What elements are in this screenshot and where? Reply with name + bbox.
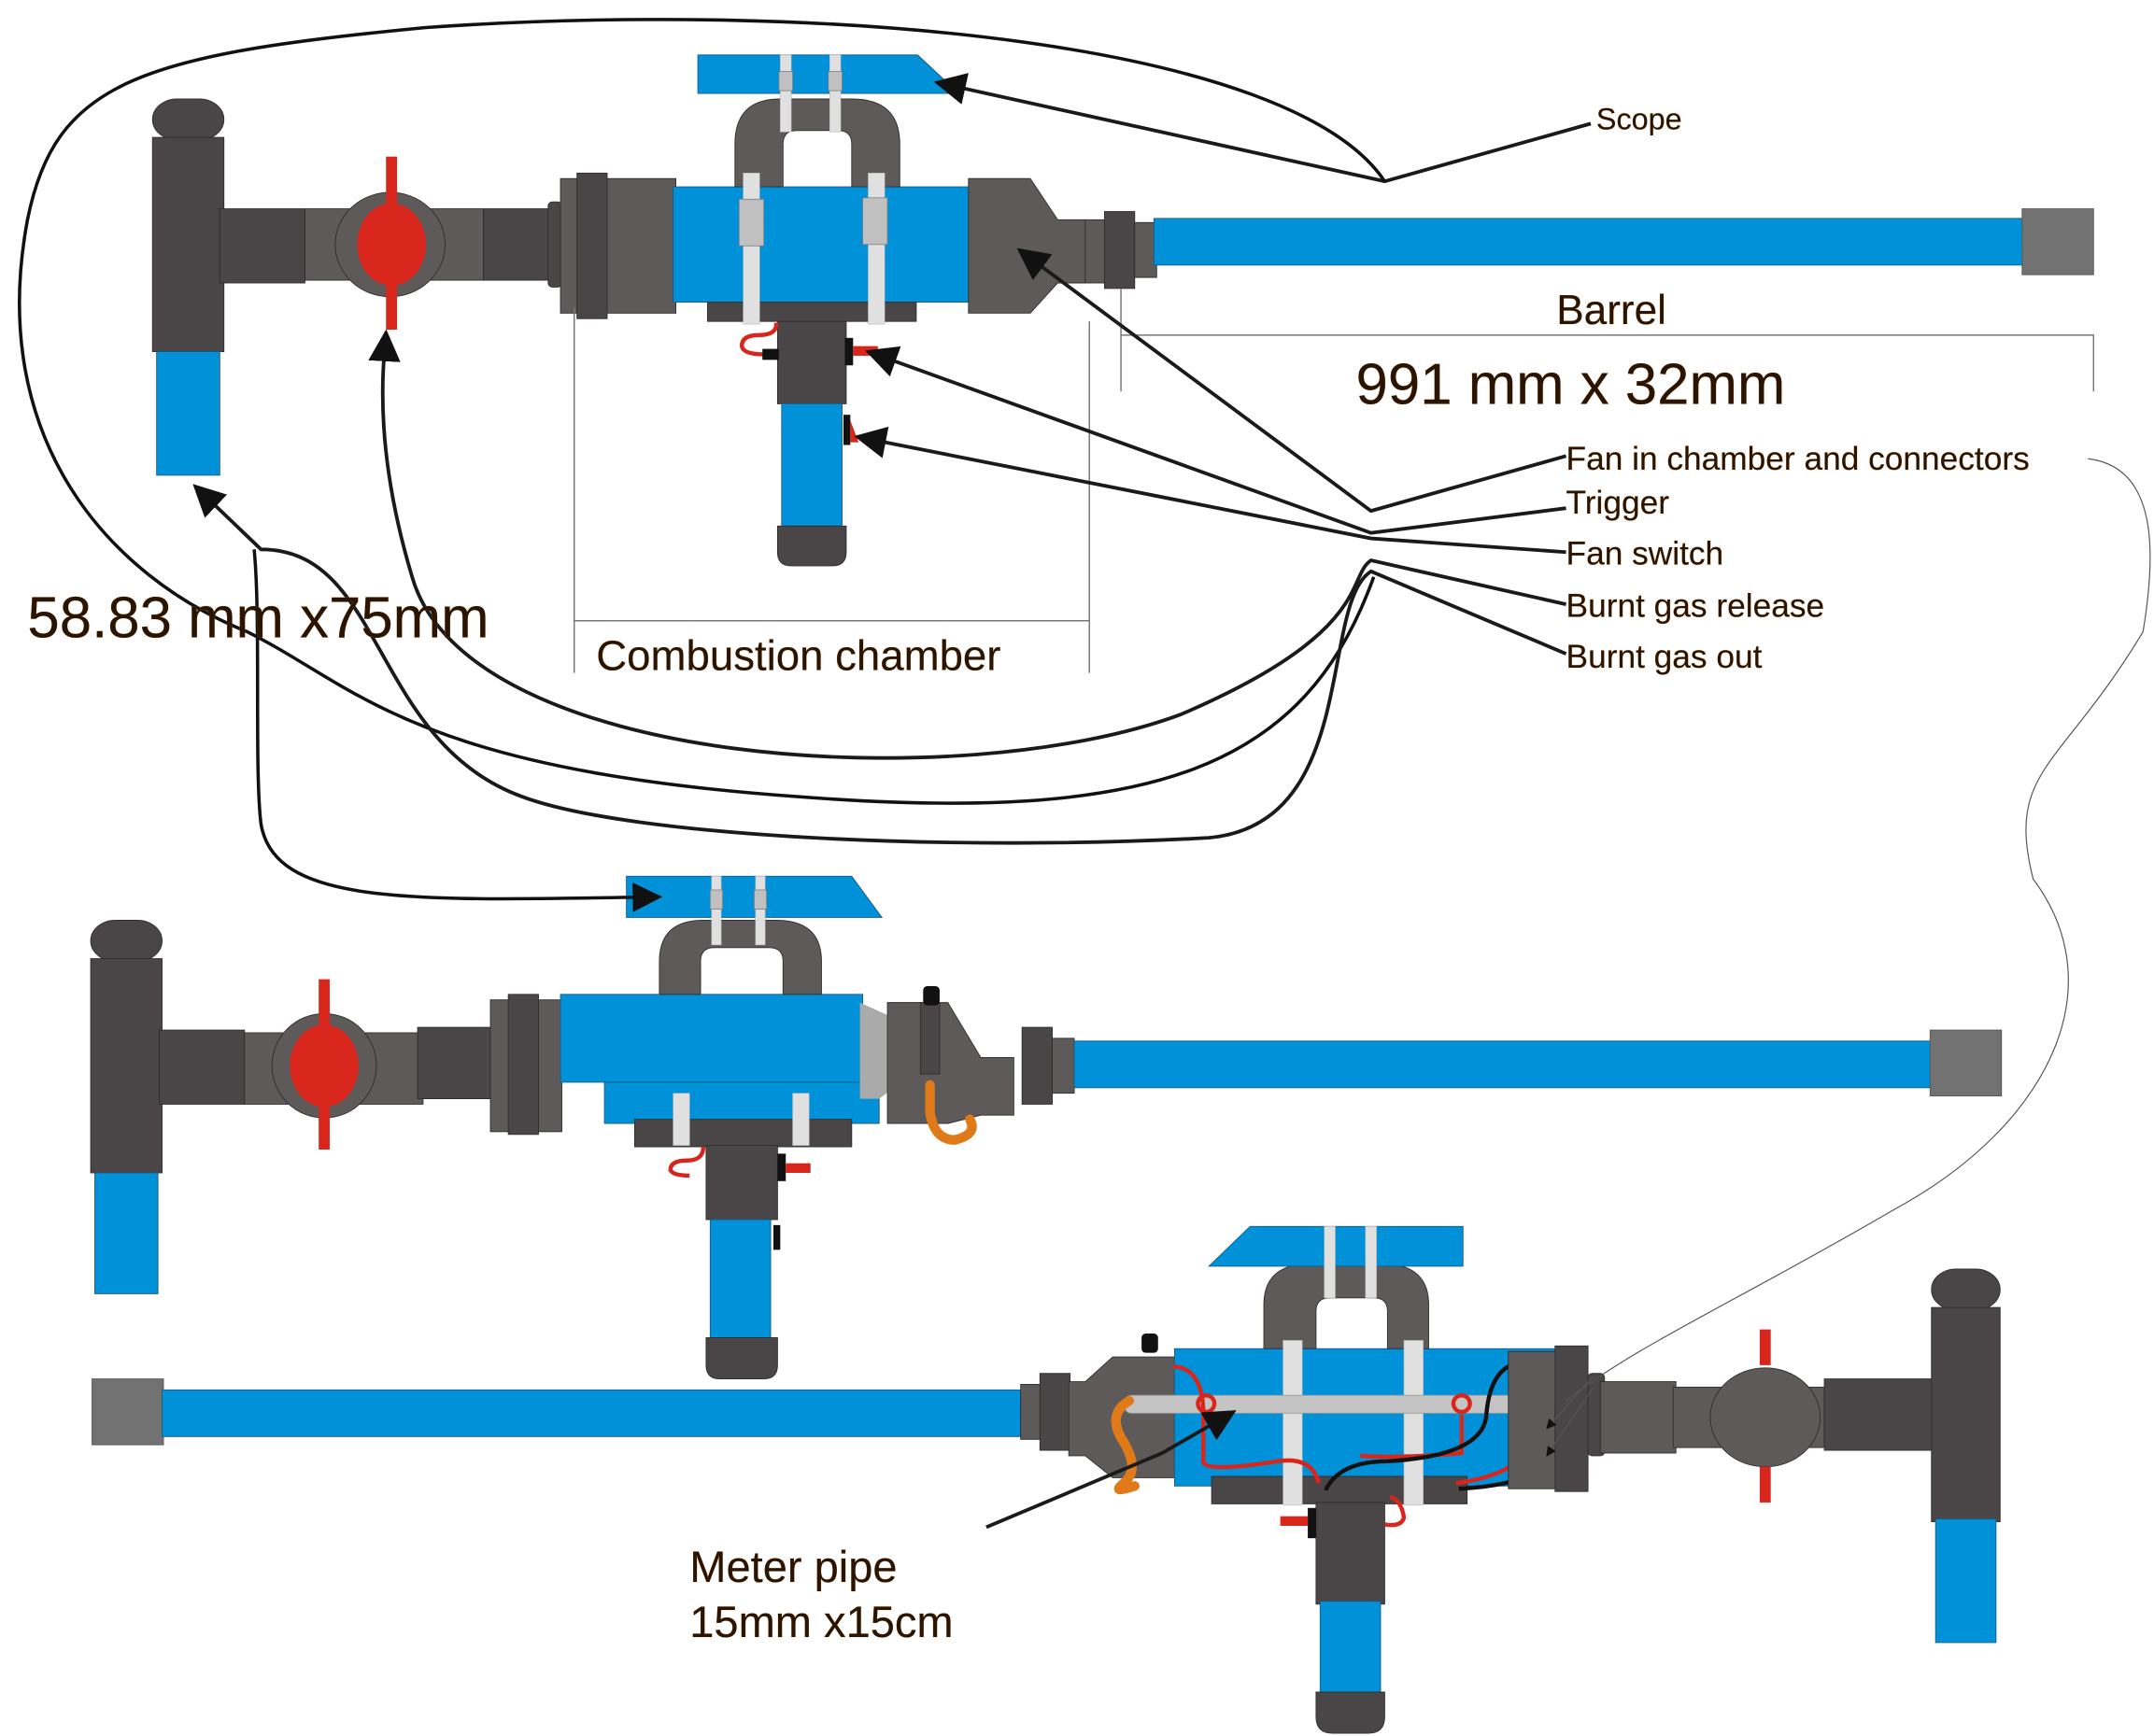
label-meter-pipe: Meter pipe — [689, 1542, 897, 1591]
bottom-cutaway-view — [92, 1225, 2001, 1734]
ball-valve — [305, 156, 485, 330]
fan-switch-leader — [854, 426, 1566, 555]
label-fan-in-chamber: Fan in chamber and connectors — [1566, 441, 2030, 477]
fan-switch — [850, 420, 859, 443]
label-trigger: Trigger — [1566, 485, 1670, 521]
fuel-pipe — [156, 351, 220, 476]
top-view — [151, 54, 2095, 673]
label-fuel-pipe-dims: 58.83 mm x75mm — [27, 586, 489, 650]
leader-lines — [18, 18, 2151, 1530]
label-burnt-gas-release: Burnt gas release — [1566, 587, 1825, 624]
label-fan-switch: Fan switch — [1566, 535, 1724, 572]
fan-chamber-leader — [1016, 247, 1567, 514]
fuel-tee — [151, 98, 305, 476]
meter-pipe-leader — [985, 1410, 1237, 1530]
scope-loop-curve — [18, 18, 1386, 805]
burnt-gas-release-leader — [368, 329, 1566, 760]
burnt-gas-out-leader — [192, 484, 1567, 845]
label-combustion-chamber: Combustion chamber — [596, 632, 1000, 680]
labels: Scope Barrel 991 mm x 32mm Fan in chambe… — [27, 102, 2030, 1646]
combustion-chamber-pipe — [673, 186, 971, 303]
scope-middle-curve — [252, 549, 663, 912]
barrel-pipe — [1153, 218, 2027, 266]
muzzle-cap — [2021, 208, 2094, 275]
label-burnt-gas-out: Burnt gas out — [1566, 639, 1763, 675]
fan-connector-thin-curve — [1566, 458, 2151, 1402]
label-meter-pipe-dims: 15mm x15cm — [689, 1597, 953, 1646]
middle-view — [90, 875, 2003, 1380]
label-barrel: Barrel — [1556, 288, 1666, 333]
trigger-leader — [865, 346, 1566, 535]
burnt-gas-fitting — [968, 177, 1086, 314]
label-scope: Scope — [1596, 102, 1682, 135]
label-barrel-dims: 991 mm x 32mm — [1356, 352, 1786, 416]
